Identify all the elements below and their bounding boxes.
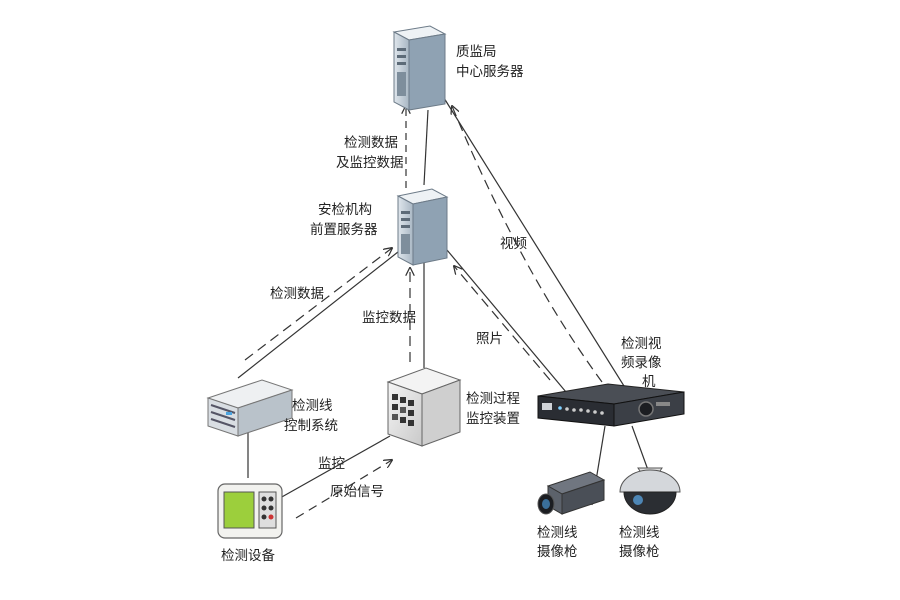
dome-camera-icon bbox=[619, 467, 681, 515]
process-monitor-label-line1: 检测过程 bbox=[466, 391, 520, 407]
edge-equipment-monitor-label: 监控 bbox=[318, 456, 345, 472]
monitoring-device-icon bbox=[386, 367, 462, 447]
line-control-label-line2: 控制系统 bbox=[284, 418, 338, 434]
dvr-label-line2: 频录像 bbox=[621, 355, 662, 371]
edge-monitor-front-label: 监控数据 bbox=[362, 310, 416, 326]
central-server-icon bbox=[392, 25, 447, 111]
link-front-control bbox=[237, 247, 404, 379]
flow-equipment-to-monitor bbox=[295, 460, 392, 519]
dvr-label-line3: 机 bbox=[642, 374, 656, 390]
link-central-front bbox=[423, 109, 429, 186]
link-central-dvr bbox=[443, 97, 625, 387]
process-monitor-label-line2: 监控装置 bbox=[466, 411, 520, 427]
edge-front-central-label-line2: 及监控数据 bbox=[336, 155, 404, 171]
connections bbox=[237, 97, 649, 519]
flow-dvr-to-front bbox=[454, 266, 551, 381]
edge-control-front-label: 检测数据 bbox=[270, 286, 324, 302]
edge-dvr-front-label: 照片 bbox=[476, 331, 503, 347]
dvr-recorder-icon bbox=[537, 383, 685, 427]
edge-dvr-central-label: 视频 bbox=[500, 236, 528, 252]
flow-dvr-to-central bbox=[452, 106, 603, 383]
front-server-icon bbox=[396, 188, 449, 266]
front-server-label-line2: 前置服务器 bbox=[310, 221, 378, 238]
edge-labels: 检测数据 及监控数据 检测数据 监控数据 视频 照片 监控 原始信号 bbox=[270, 135, 528, 500]
box-camera-icon bbox=[537, 471, 606, 515]
dvr-label-line1: 检测视 bbox=[621, 336, 662, 352]
node-labels: 质监局 中心服务器 安检机构 前置服务器 检测线 控制系统 检测过程 监控装置 … bbox=[221, 44, 662, 564]
edge-front-central-label-line1: 检测数据 bbox=[344, 135, 398, 151]
flow-control-to-front bbox=[244, 248, 392, 361]
test-equipment-label: 检测设备 bbox=[221, 547, 275, 564]
rack-server-icon bbox=[206, 379, 294, 437]
central-server-label-line2: 中心服务器 bbox=[456, 64, 524, 80]
link-equipment-monitor bbox=[279, 435, 391, 499]
camera-dome-label-line2: 摄像枪 bbox=[619, 543, 660, 560]
front-server-label-line1: 安检机构 bbox=[318, 202, 372, 218]
central-server-label-line1: 质监局 bbox=[456, 44, 497, 60]
line-control-label-line1: 检测线 bbox=[292, 398, 333, 414]
test-equipment-icon bbox=[217, 483, 283, 539]
camera-box-label-line1: 检测线 bbox=[537, 525, 578, 541]
edge-equipment-signal-label: 原始信号 bbox=[330, 484, 384, 500]
camera-box-label-line2: 摄像枪 bbox=[537, 543, 578, 560]
link-dvr-camera-dome bbox=[631, 425, 649, 471]
camera-dome-label-line1: 检测线 bbox=[619, 525, 660, 541]
link-front-dvr bbox=[446, 249, 567, 393]
